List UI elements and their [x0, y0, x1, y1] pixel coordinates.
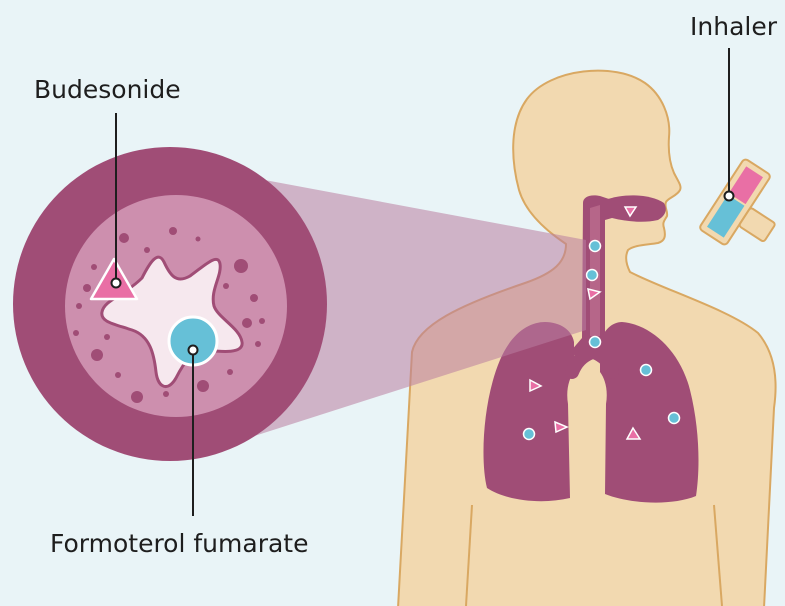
- inhaler-label: Inhaler: [690, 12, 777, 42]
- formoterol-particle: [590, 241, 601, 252]
- inhaler-marker-dot: [725, 192, 734, 201]
- formoterol-particle: [590, 337, 601, 348]
- formoterol-marker-dot: [189, 346, 198, 355]
- formoterol-particle: [524, 429, 535, 440]
- formoterol-fumarate-label: Formoterol fumarate: [50, 529, 308, 559]
- budesonide-marker-dot: [112, 279, 121, 288]
- budesonide-label: Budesonide: [34, 75, 181, 105]
- formoterol-particle: [641, 365, 652, 376]
- formoterol-particle: [669, 413, 680, 424]
- formoterol-particle: [587, 270, 598, 281]
- inhaler-icon: [699, 158, 785, 262]
